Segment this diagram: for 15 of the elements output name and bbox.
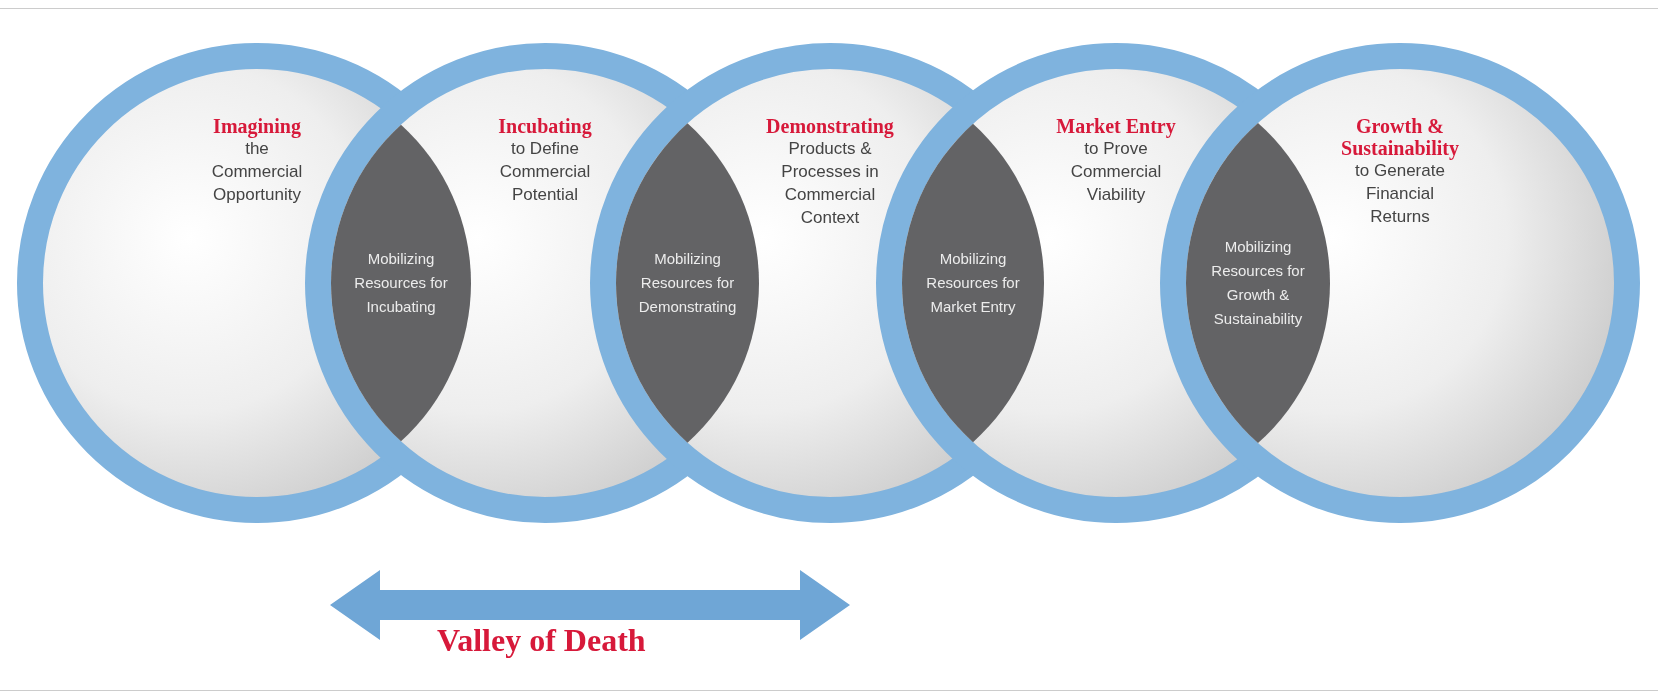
stage-heading: Imagining — [212, 115, 302, 137]
lens-text: Mobilizing Resources for Growth & Sustainability — [1210, 237, 1306, 329]
stage-description: to Generate Financial Returns — [1354, 160, 1446, 228]
stage-description: to Define Commercial Potential — [498, 138, 592, 206]
lens-text: Mobilizing Resources for Demonstrating — [637, 249, 738, 317]
stage-description: to Prove Commercial Viability — [1069, 138, 1163, 206]
lens-text: Mobilizing Resources for Incubating — [353, 249, 449, 317]
stage-heading: Demonstrating — [765, 115, 895, 137]
stage-heading: Incubating — [497, 115, 593, 137]
stage-heading: Growth & Sustainability — [1340, 115, 1460, 159]
stage-heading: Market Entry — [1055, 115, 1177, 137]
stage-description: Products & Processes in Commercial Context — [780, 138, 880, 229]
lens-text: Mobilizing Resources for Market Entry — [925, 249, 1021, 317]
arrow-caption: Valley of Death — [437, 622, 646, 659]
stage-description: the Commercial Opportunity — [210, 138, 304, 206]
